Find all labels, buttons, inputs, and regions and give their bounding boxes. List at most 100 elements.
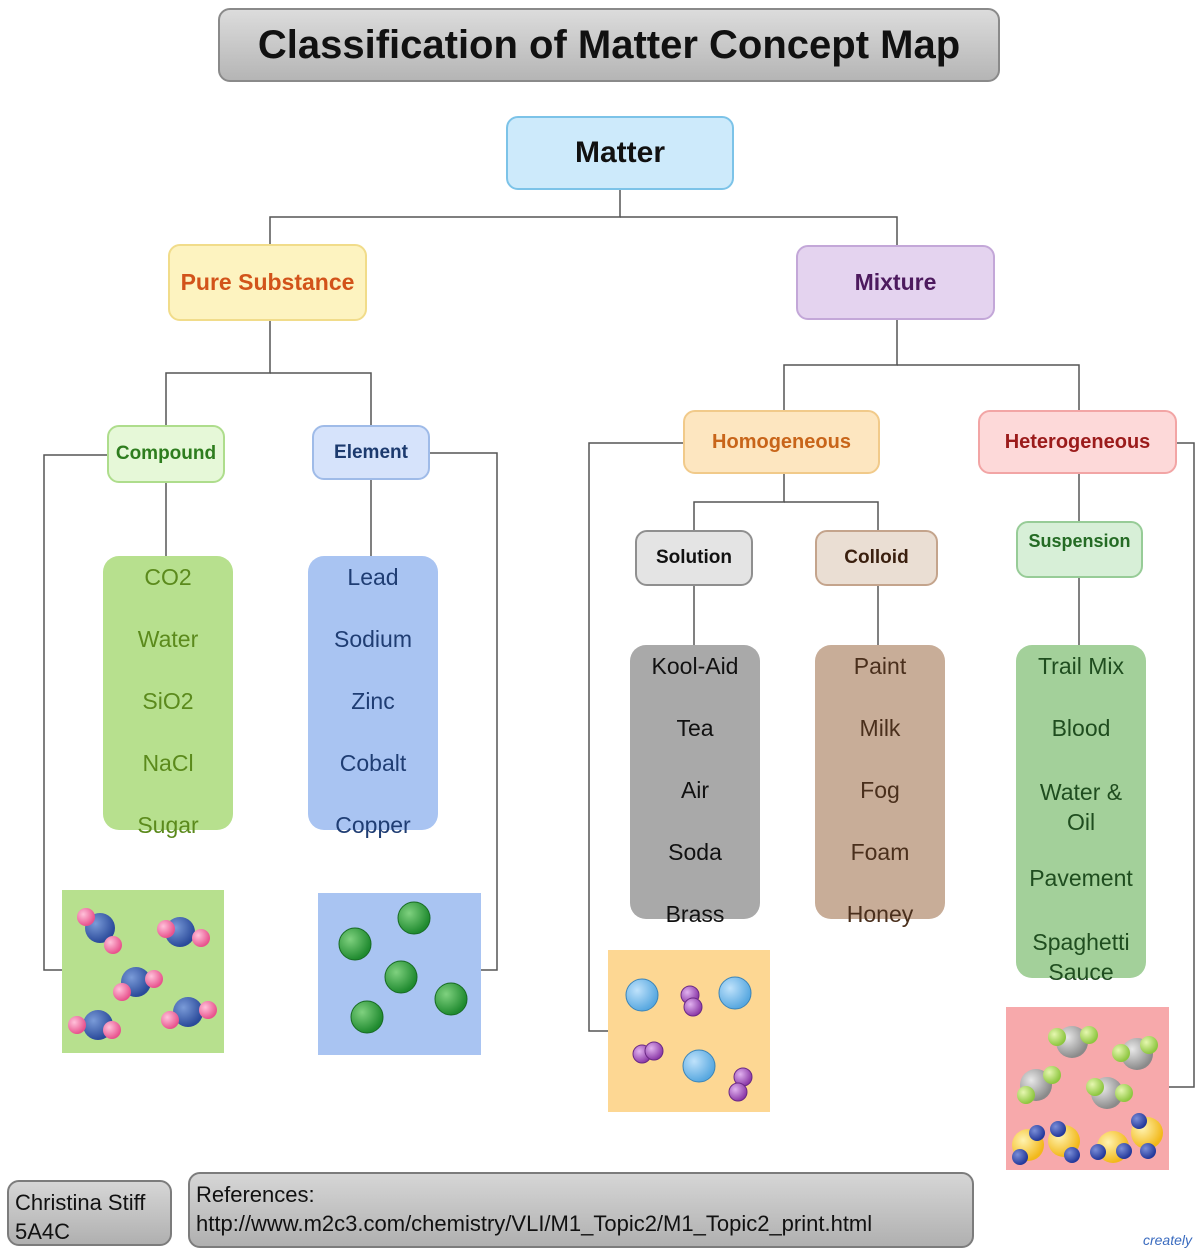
heterogeneous-particles-svg xyxy=(1012,1026,1163,1165)
particle-group xyxy=(1048,1121,1080,1163)
list-item: NaCl xyxy=(142,750,194,776)
list-item: Copper xyxy=(335,812,411,838)
author-box: Christina Stiff 5A4C xyxy=(7,1180,172,1246)
node-element-label: Element xyxy=(334,441,408,463)
list-item: Soda xyxy=(668,839,722,865)
molecule xyxy=(77,908,122,954)
list-item: Paint xyxy=(853,653,907,679)
node-matter: Matter xyxy=(506,116,734,190)
particle xyxy=(728,1082,748,1102)
list-item: Air xyxy=(680,777,710,803)
particle xyxy=(682,1049,716,1083)
connector-homogeneous-image xyxy=(588,442,683,1032)
atom xyxy=(434,982,468,1016)
list-item: Fog xyxy=(860,777,900,803)
node-matter-label: Matter xyxy=(574,136,665,169)
colloid-list: Paint Milk Fog Foam Honey xyxy=(815,645,945,927)
list-item: Sodium xyxy=(334,626,412,652)
list-item: Cobalt xyxy=(339,750,407,776)
particle xyxy=(683,997,703,1017)
atom xyxy=(338,927,372,961)
connector-heterogeneous-image xyxy=(1169,442,1195,1088)
node-compound-label: Compound xyxy=(115,443,217,464)
particle xyxy=(644,1041,664,1061)
particle-group xyxy=(1048,1026,1098,1058)
connector-mixture-heterogeneous xyxy=(897,364,1080,410)
node-pure-substance: Pure Substance xyxy=(168,244,367,321)
node-homogeneous: Homogeneous xyxy=(683,410,880,474)
particle xyxy=(718,976,752,1010)
compound-molecules-svg xyxy=(68,908,217,1040)
particle-group xyxy=(1017,1066,1061,1104)
compound-molecule-image xyxy=(62,890,224,1053)
list-item: Foam xyxy=(850,839,910,865)
node-suspension-label: Suspension xyxy=(1028,531,1131,551)
node-heterogeneous-label: Heterogeneous xyxy=(1004,430,1151,453)
list-item: Brass xyxy=(665,901,725,927)
molecule xyxy=(157,917,210,947)
particle-group xyxy=(1012,1125,1045,1165)
node-colloid-label: Colloid xyxy=(844,547,909,568)
particle-group xyxy=(1086,1077,1133,1109)
node-homogeneous-label: Homogeneous xyxy=(712,430,851,453)
particle-group xyxy=(1112,1036,1158,1070)
connector-element-image xyxy=(430,452,498,971)
compound-list: CO2 Water SiO2 NaCl Sugar xyxy=(103,556,233,838)
list-item: Tea xyxy=(676,715,714,741)
references-url[interactable]: http://www.m2c3.com/chemistry/VLI/M1_Top… xyxy=(196,1211,873,1236)
atom xyxy=(350,1000,384,1034)
list-item: Water xyxy=(137,626,199,652)
connector-compound-image xyxy=(43,454,107,971)
author-class: 5A4C xyxy=(15,1219,71,1244)
page-title: Classification of Matter Concept Map xyxy=(218,8,1000,82)
element-list: Lead Sodium Zinc Cobalt Copper xyxy=(308,556,438,838)
list-item: Lead xyxy=(347,564,399,590)
creately-logo: creately xyxy=(1142,1232,1192,1248)
particle-group xyxy=(1090,1131,1132,1163)
connector-pure-compound xyxy=(165,320,271,425)
solution-list: Kool-Aid Tea Air Soda Brass xyxy=(630,645,760,927)
node-suspension: Suspension xyxy=(1016,521,1143,578)
suspension-list: Trail Mix Blood Water & Oil Pavement Spa… xyxy=(1016,645,1146,985)
connector-matter-mixture xyxy=(620,216,898,245)
node-solution-label: Solution xyxy=(656,547,732,568)
list-item: Kool-Aid xyxy=(651,653,739,679)
list-item: CO2 xyxy=(144,564,192,590)
node-element: Element xyxy=(312,425,430,480)
element-atoms-svg xyxy=(338,901,468,1034)
connector-pure-element xyxy=(270,372,372,425)
node-pure-substance-label: Pure Substance xyxy=(180,269,355,295)
node-mixture-label: Mixture xyxy=(854,269,937,295)
list-item: Blood xyxy=(1051,715,1111,741)
connector-matter-pure xyxy=(269,190,621,245)
element-atom-image xyxy=(318,893,481,1055)
molecule xyxy=(113,967,163,1001)
author-name: Christina Stiff xyxy=(15,1190,146,1215)
node-compound: Compound xyxy=(107,425,225,483)
node-heterogeneous: Heterogeneous xyxy=(978,410,1177,474)
connector-mixture-homogeneous xyxy=(783,320,898,410)
particle-group xyxy=(1131,1113,1163,1159)
atom xyxy=(397,901,431,935)
connector-homogeneous-solution xyxy=(693,474,785,530)
list-item: Honey xyxy=(846,901,914,927)
list-item: Spaghetti Sauce xyxy=(1032,929,1130,985)
homogeneous-particles-svg xyxy=(625,976,753,1102)
heterogeneous-particle-image xyxy=(1006,1007,1169,1170)
homogeneous-particle-image xyxy=(608,950,770,1112)
list-item: Trail Mix xyxy=(1037,653,1125,679)
list-item: Sugar xyxy=(137,812,199,838)
references-label: References: xyxy=(196,1182,315,1207)
particle xyxy=(625,978,659,1012)
list-item: Pavement xyxy=(1029,865,1133,891)
node-solution: Solution xyxy=(635,530,753,586)
node-mixture: Mixture xyxy=(796,245,995,320)
connector-homogeneous-colloid xyxy=(784,501,879,530)
list-item: SiO2 xyxy=(142,688,194,714)
molecule xyxy=(161,997,217,1029)
atom xyxy=(384,960,418,994)
list-item: Zinc xyxy=(351,688,395,714)
list-item: Water & Oil xyxy=(1039,779,1123,835)
molecule xyxy=(68,1010,121,1040)
